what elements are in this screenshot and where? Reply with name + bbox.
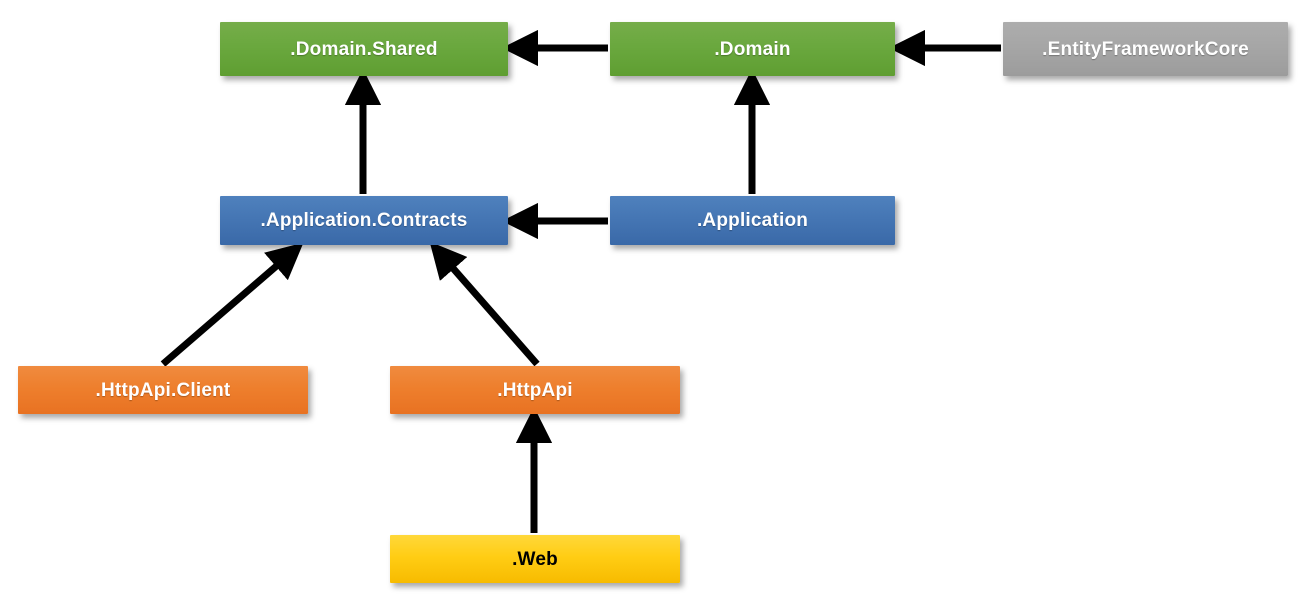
node-label-domain: .Domain bbox=[714, 38, 791, 60]
node-label-entity-framework-core: .EntityFrameworkCore bbox=[1042, 38, 1249, 60]
node-entity-framework-core[interactable]: .EntityFrameworkCore bbox=[1003, 22, 1288, 76]
edge-httpapi-to-application-contracts bbox=[429, 241, 540, 367]
node-label-domain-shared: .Domain.Shared bbox=[290, 38, 438, 60]
node-label-httpapi-client: .HttpApi.Client bbox=[95, 379, 231, 401]
node-httpapi[interactable]: .HttpApi bbox=[390, 366, 680, 414]
node-httpapi-client[interactable]: .HttpApi.Client bbox=[18, 366, 308, 414]
node-label-application-contracts: .Application.Contracts bbox=[260, 210, 468, 231]
node-application-contracts[interactable]: .Application.Contracts bbox=[220, 196, 508, 245]
node-label-application: .Application bbox=[696, 210, 809, 231]
node-domain[interactable]: .Domain bbox=[610, 22, 895, 76]
node-application[interactable]: .Application bbox=[610, 196, 895, 245]
node-label-web: .Web bbox=[512, 548, 558, 570]
node-label-httpapi: .HttpApi bbox=[497, 379, 573, 401]
edge-httpapi-client-to-application-contracts bbox=[160, 242, 304, 367]
node-web[interactable]: .Web bbox=[390, 535, 680, 583]
node-domain-shared[interactable]: .Domain.Shared bbox=[220, 22, 508, 76]
